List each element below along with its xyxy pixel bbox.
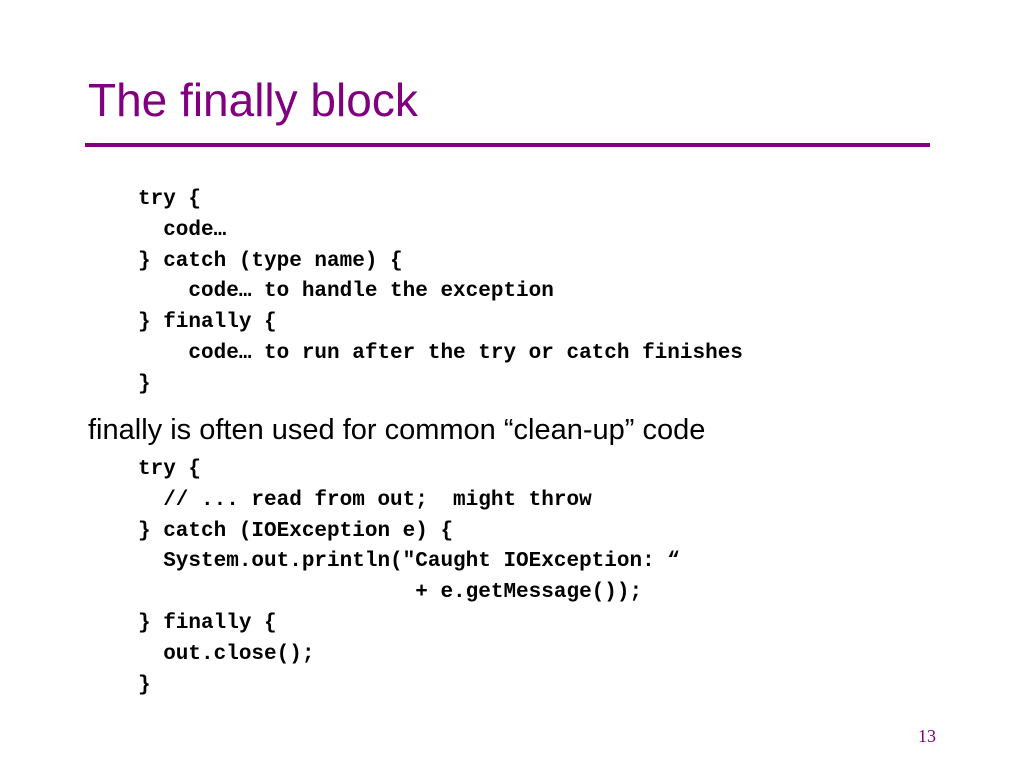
code-line: } finally { xyxy=(138,311,277,335)
code-line: System.out.println("Caught IOException: … xyxy=(138,550,680,574)
code-line: } xyxy=(138,673,151,697)
code-line: code… to run after the try or catch fini… xyxy=(138,341,743,365)
code-line: } catch (type name) { xyxy=(138,249,403,273)
code-line: + e.getMessage()); xyxy=(138,581,643,605)
code-line: out.close(); xyxy=(138,642,315,666)
code-line: } xyxy=(138,372,151,396)
code-block-example: try { // ... read from out; might throw … xyxy=(138,455,680,701)
body-text: finally is often used for common “clean-… xyxy=(88,414,706,446)
code-line: code… to handle the exception xyxy=(138,280,554,304)
code-line: try { xyxy=(138,458,202,481)
code-line: } finally { xyxy=(138,611,277,635)
slide-title: The finally block xyxy=(88,74,418,126)
title-divider xyxy=(85,143,930,147)
code-line: // ... read from out; might throw xyxy=(138,488,592,512)
code-line: code… xyxy=(138,218,227,242)
page-number: 13 xyxy=(918,726,936,746)
code-line: try { xyxy=(138,188,202,211)
code-block-syntax: try { code… } catch (type name) { code… … xyxy=(138,185,743,401)
code-line: } catch (IOException e) { xyxy=(138,519,454,543)
